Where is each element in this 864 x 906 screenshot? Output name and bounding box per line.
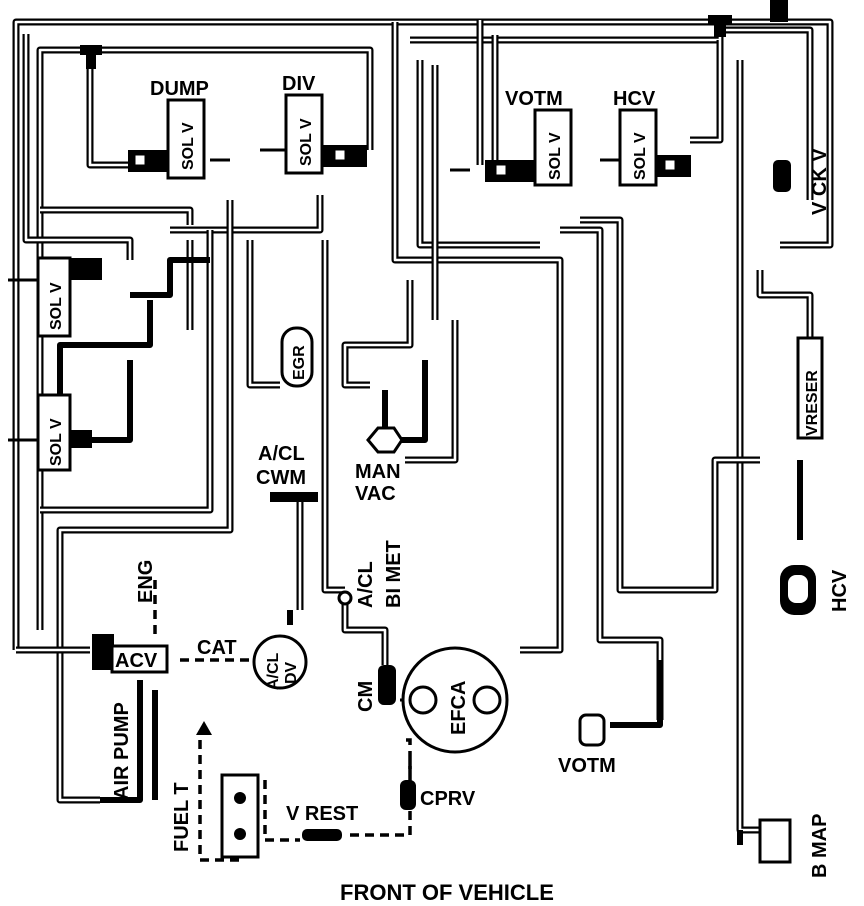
acv-label: ACV — [115, 650, 158, 672]
votm-bottom-label: VOTM — [558, 755, 616, 777]
v-rest: V REST — [286, 803, 358, 841]
fuel-t-label: FUEL T — [171, 782, 193, 852]
acl-bimet-label-2: BI MET — [383, 540, 405, 608]
hcv-side-label: HCV — [829, 569, 851, 612]
sol-v-label: SOL V — [547, 132, 564, 180]
efca-label: EFCA — [448, 681, 470, 735]
acv-valve: ACV ENG CAT AIR PUMP — [92, 560, 237, 800]
cprv-label: CPRV — [420, 788, 476, 810]
votm-bottom: VOTM — [558, 713, 616, 777]
solid-lines — [8, 148, 803, 845]
egr-label: EGR — [291, 345, 308, 380]
vckv-label: V CK V — [809, 148, 831, 215]
front-of-vehicle-label: FRONT OF VEHICLE — [340, 880, 554, 905]
cat-label: CAT — [197, 637, 237, 659]
acl-bimet: A/CL BI MET — [337, 540, 405, 608]
sol-v-div: SOL V DIV — [282, 73, 367, 175]
v-rest-label: V REST — [286, 803, 358, 825]
b-map-label: B MAP — [809, 814, 831, 878]
efca-unit: EFCA CM — [355, 646, 509, 754]
cprv-valve: CPRV — [400, 780, 476, 810]
acl-cwm-label-2: CWM — [256, 467, 306, 489]
eng-label: ENG — [135, 560, 157, 603]
sol-v-left-lower: SOL V — [36, 393, 92, 472]
votm-top-label: VOTM — [505, 88, 563, 110]
acl-dv: A/CL DV — [252, 634, 308, 690]
hcv-bottom-valve: HCV — [780, 565, 851, 615]
hcv-top-label: HCV — [613, 88, 656, 110]
dashed-lines — [153, 580, 412, 862]
egr-valve: EGR — [280, 326, 314, 388]
fuel-tank-connector: FUEL T — [171, 721, 260, 859]
dump-label: DUMP — [150, 78, 209, 100]
sol-v-votm: SOL V VOTM — [485, 88, 573, 187]
sol-v-left-upper: SOL V — [36, 256, 102, 338]
acl-bimet-label-1: A/CL — [355, 561, 377, 608]
v-ck-v: V CK V — [773, 148, 831, 215]
air-pump-label: AIR PUMP — [111, 702, 133, 800]
acl-cwm-label-1: A/CL — [258, 443, 305, 465]
man-vac-label-2: VAC — [355, 483, 396, 505]
acl-dv-label-1: A/CL — [265, 652, 282, 690]
cm-label: CM — [355, 681, 377, 712]
tee-fittings — [80, 0, 788, 69]
sol-v-hcv: SOL V HCV — [613, 88, 691, 187]
man-vac-fitting: MAN VAC — [355, 426, 404, 505]
acl-dv-label-2: DV — [283, 661, 300, 684]
sol-v-dump: SOL V DUMP — [128, 78, 209, 180]
b-map-sensor: B MAP — [758, 814, 831, 878]
sol-v-label: SOL V — [298, 118, 315, 166]
sol-v-label: SOL V — [48, 418, 65, 466]
sol-v-label: SOL V — [48, 282, 65, 330]
sol-v-label: SOL V — [180, 122, 197, 170]
div-label: DIV — [282, 73, 316, 95]
vreser-label: VRESER — [804, 370, 821, 436]
man-vac-label-1: MAN — [355, 461, 401, 483]
vreser: VRESER — [796, 336, 824, 440]
sol-v-label: SOL V — [632, 132, 649, 180]
acl-cwm: A/CL CWM — [256, 443, 318, 502]
